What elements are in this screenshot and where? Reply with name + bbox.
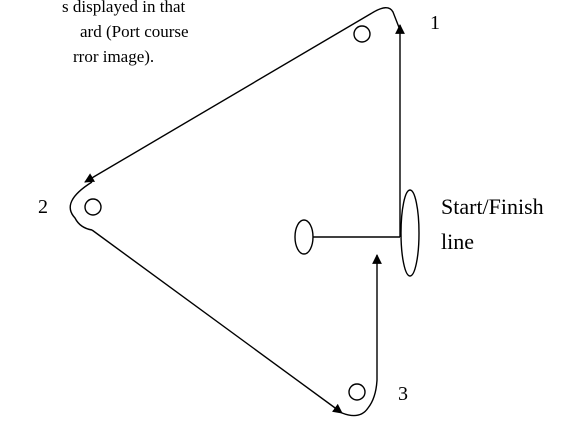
mark-2-buoy xyxy=(84,198,102,216)
rounding-mark-1 xyxy=(371,7,401,31)
caption-line-2: ard (Port course xyxy=(80,22,189,41)
leg-1-to-2-arrow xyxy=(84,12,373,183)
mark-1-buoy xyxy=(353,25,371,43)
course-legs xyxy=(69,7,405,417)
buoys xyxy=(84,25,420,401)
mark-3-buoy xyxy=(348,383,366,401)
start-finish-label-line-1: Start/Finish xyxy=(441,194,544,219)
rounding-mark-2 xyxy=(69,181,93,231)
mark-3-label: 3 xyxy=(398,383,408,405)
finish-pin-ellipse xyxy=(400,189,420,277)
start-finish-label-line-2: line xyxy=(441,229,474,254)
committee-boat xyxy=(294,219,314,255)
caption-line-3: rror image). xyxy=(73,47,154,66)
rounding-mark-3 xyxy=(341,379,378,417)
leg-2-to-3-arrow xyxy=(91,229,343,414)
mark-2-label: 2 xyxy=(38,196,48,218)
mark-1-label: 1 xyxy=(430,12,440,34)
caption-line-1: s displayed in that xyxy=(62,0,186,16)
